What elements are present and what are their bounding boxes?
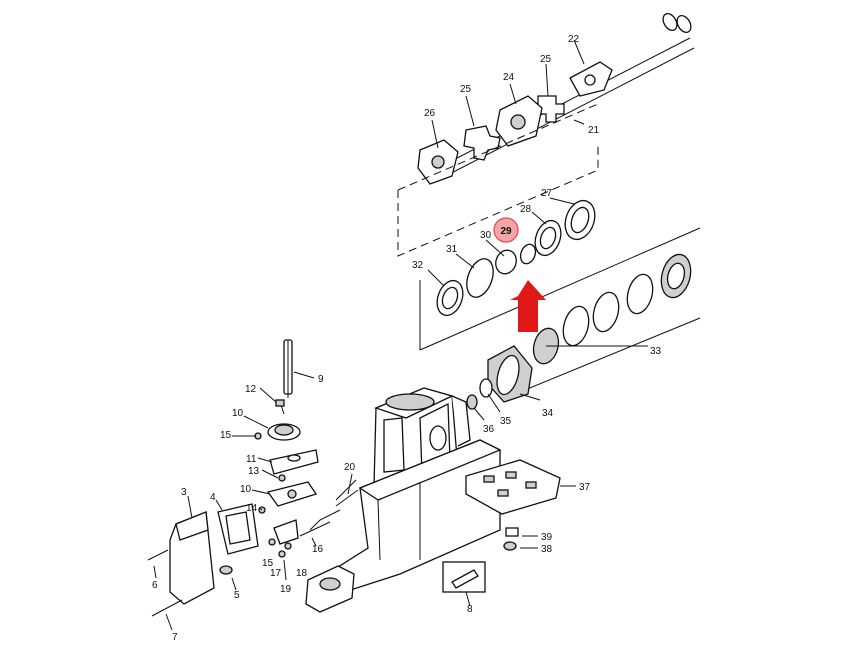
label-12: 12 (245, 384, 257, 395)
label-37: 37 (579, 482, 591, 493)
gear-group-outline (397, 103, 701, 393)
part-labels: 22 25 24 25 26 21 27 28 30 31 32 33 34 3… (152, 34, 662, 643)
indicator-arrow (510, 280, 546, 332)
label-34: 34 (542, 408, 554, 419)
label-8: 8 (467, 604, 473, 615)
label-14: 14 (246, 503, 258, 514)
pump-parts (254, 423, 319, 514)
leader-lines (153, 39, 648, 631)
bearing-set-lower (532, 253, 692, 365)
bearing-set-upper (436, 199, 596, 317)
label-39: 39 (541, 532, 553, 543)
label-19: 19 (280, 584, 292, 595)
fasteners-38-39 (503, 527, 519, 551)
label-24: 24 (503, 72, 515, 83)
label-20: 20 (344, 462, 356, 473)
label-26: 26 (424, 108, 436, 119)
label-9: 9 (318, 374, 324, 385)
label-7: 7 (172, 632, 178, 643)
label-33: 33 (650, 346, 662, 357)
label-29: 29 (500, 226, 512, 237)
label-31: 31 (446, 244, 458, 255)
label-6: 6 (152, 580, 158, 591)
label-3: 3 (181, 487, 187, 498)
housing-3-assembly (147, 503, 259, 617)
label-4: 4 (210, 492, 216, 503)
label-38: 38 (541, 544, 553, 555)
label-30: 30 (480, 230, 492, 241)
box-8 (442, 561, 486, 593)
label-18: 18 (296, 568, 308, 579)
label-21: 21 (588, 125, 600, 136)
highlight-circle-29[interactable] (493, 217, 519, 243)
label-35: 35 (500, 416, 512, 427)
label-5: 5 (234, 590, 240, 601)
shift-linkage (268, 479, 359, 558)
drive-shaft-assembly (417, 12, 695, 185)
label-11: 11 (246, 454, 257, 465)
label-28: 28 (520, 204, 532, 215)
lower-gearcase (305, 439, 502, 613)
label-27: 27 (541, 188, 553, 199)
label-15: 15 (220, 430, 232, 441)
label-22: 22 (568, 34, 580, 45)
shaft-and-bolts (275, 339, 293, 415)
label-36: 36 (483, 424, 495, 435)
label-32: 32 (412, 260, 424, 271)
plate-37 (465, 459, 561, 515)
label-17: 17 (270, 568, 282, 579)
label-25: 25 (540, 54, 552, 65)
label-10: 10 (240, 484, 252, 495)
label-15: 15 (262, 558, 274, 569)
label-16: 16 (312, 544, 324, 555)
pinion-gear (466, 345, 533, 410)
label-10: 10 (232, 408, 244, 419)
label-25: 25 (460, 84, 472, 95)
label-13: 13 (248, 466, 260, 477)
